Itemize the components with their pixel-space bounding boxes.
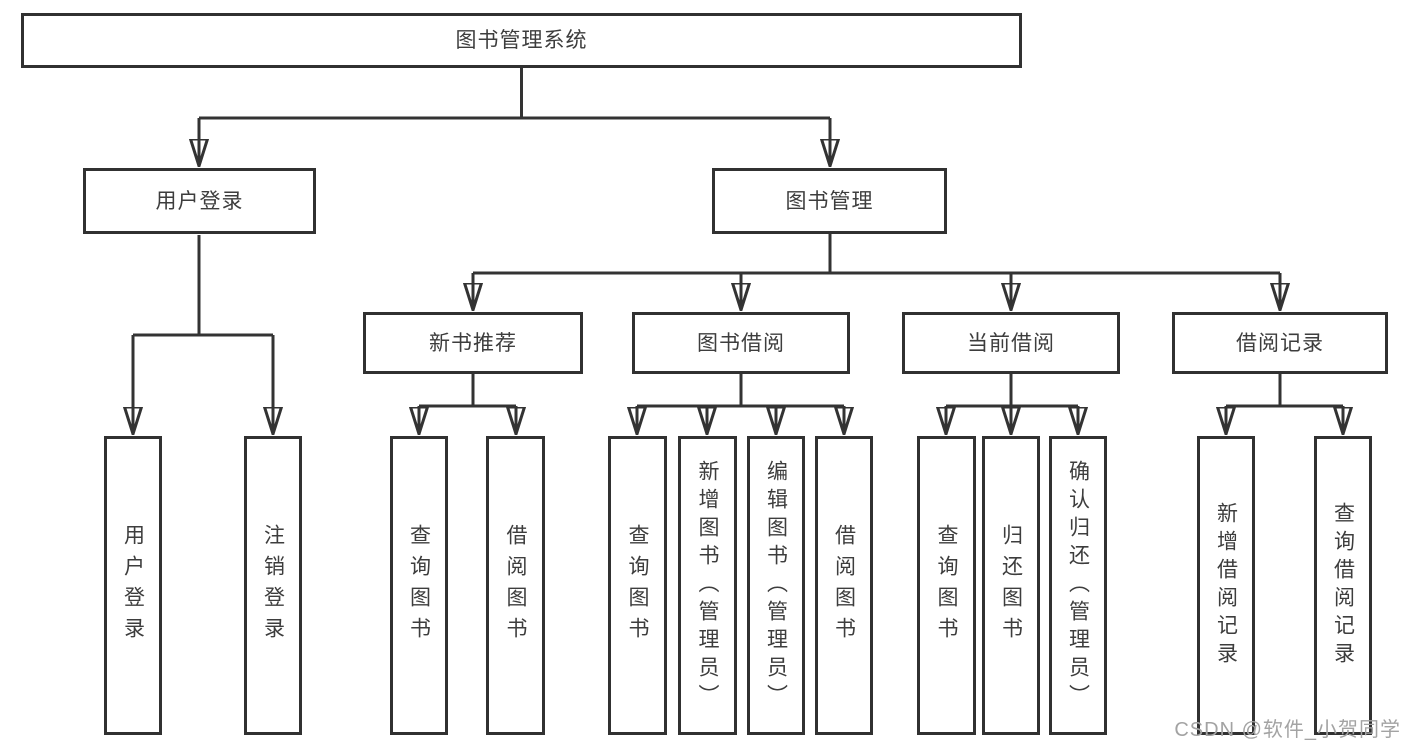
- node-book-borrowing: 图书借阅: [632, 312, 850, 374]
- node-user-login: 用户登录: [83, 168, 316, 234]
- leaf-borrowing-add-books-admin: 新增图书（管理员）: [678, 436, 737, 735]
- node-borrow-records: 借阅记录: [1172, 312, 1388, 374]
- leaf-logout: 注销登录: [244, 436, 302, 735]
- leaf-borrowing-query-books: 查询图书: [608, 436, 667, 735]
- leaf-borrowing-edit-books-admin: 编辑图书（管理员）: [747, 436, 805, 735]
- leaf-records-query-borrow-record: 查询借阅记录: [1314, 436, 1372, 735]
- node-current-borrowing: 当前借阅: [902, 312, 1120, 374]
- leaf-borrowing-borrow-books: 借阅图书: [815, 436, 873, 735]
- leaf-current-return-books: 归还图书: [982, 436, 1040, 735]
- leaf-newbooks-query-books: 查询图书: [390, 436, 448, 735]
- leaf-records-add-borrow-record: 新增借阅记录: [1197, 436, 1255, 735]
- leaf-current-confirm-return-admin: 确认归还（管理员）: [1049, 436, 1107, 735]
- node-book-management: 图书管理: [712, 168, 947, 234]
- node-new-book-recommend: 新书推荐: [363, 312, 583, 374]
- leaf-current-query-books: 查询图书: [917, 436, 976, 735]
- csdn-watermark: CSDN @软件_小贺同学: [1174, 719, 1401, 741]
- leaf-user-login: 用户登录: [104, 436, 162, 735]
- node-root-system: 图书管理系统: [21, 13, 1022, 68]
- leaf-newbooks-borrow-books: 借阅图书: [486, 436, 545, 735]
